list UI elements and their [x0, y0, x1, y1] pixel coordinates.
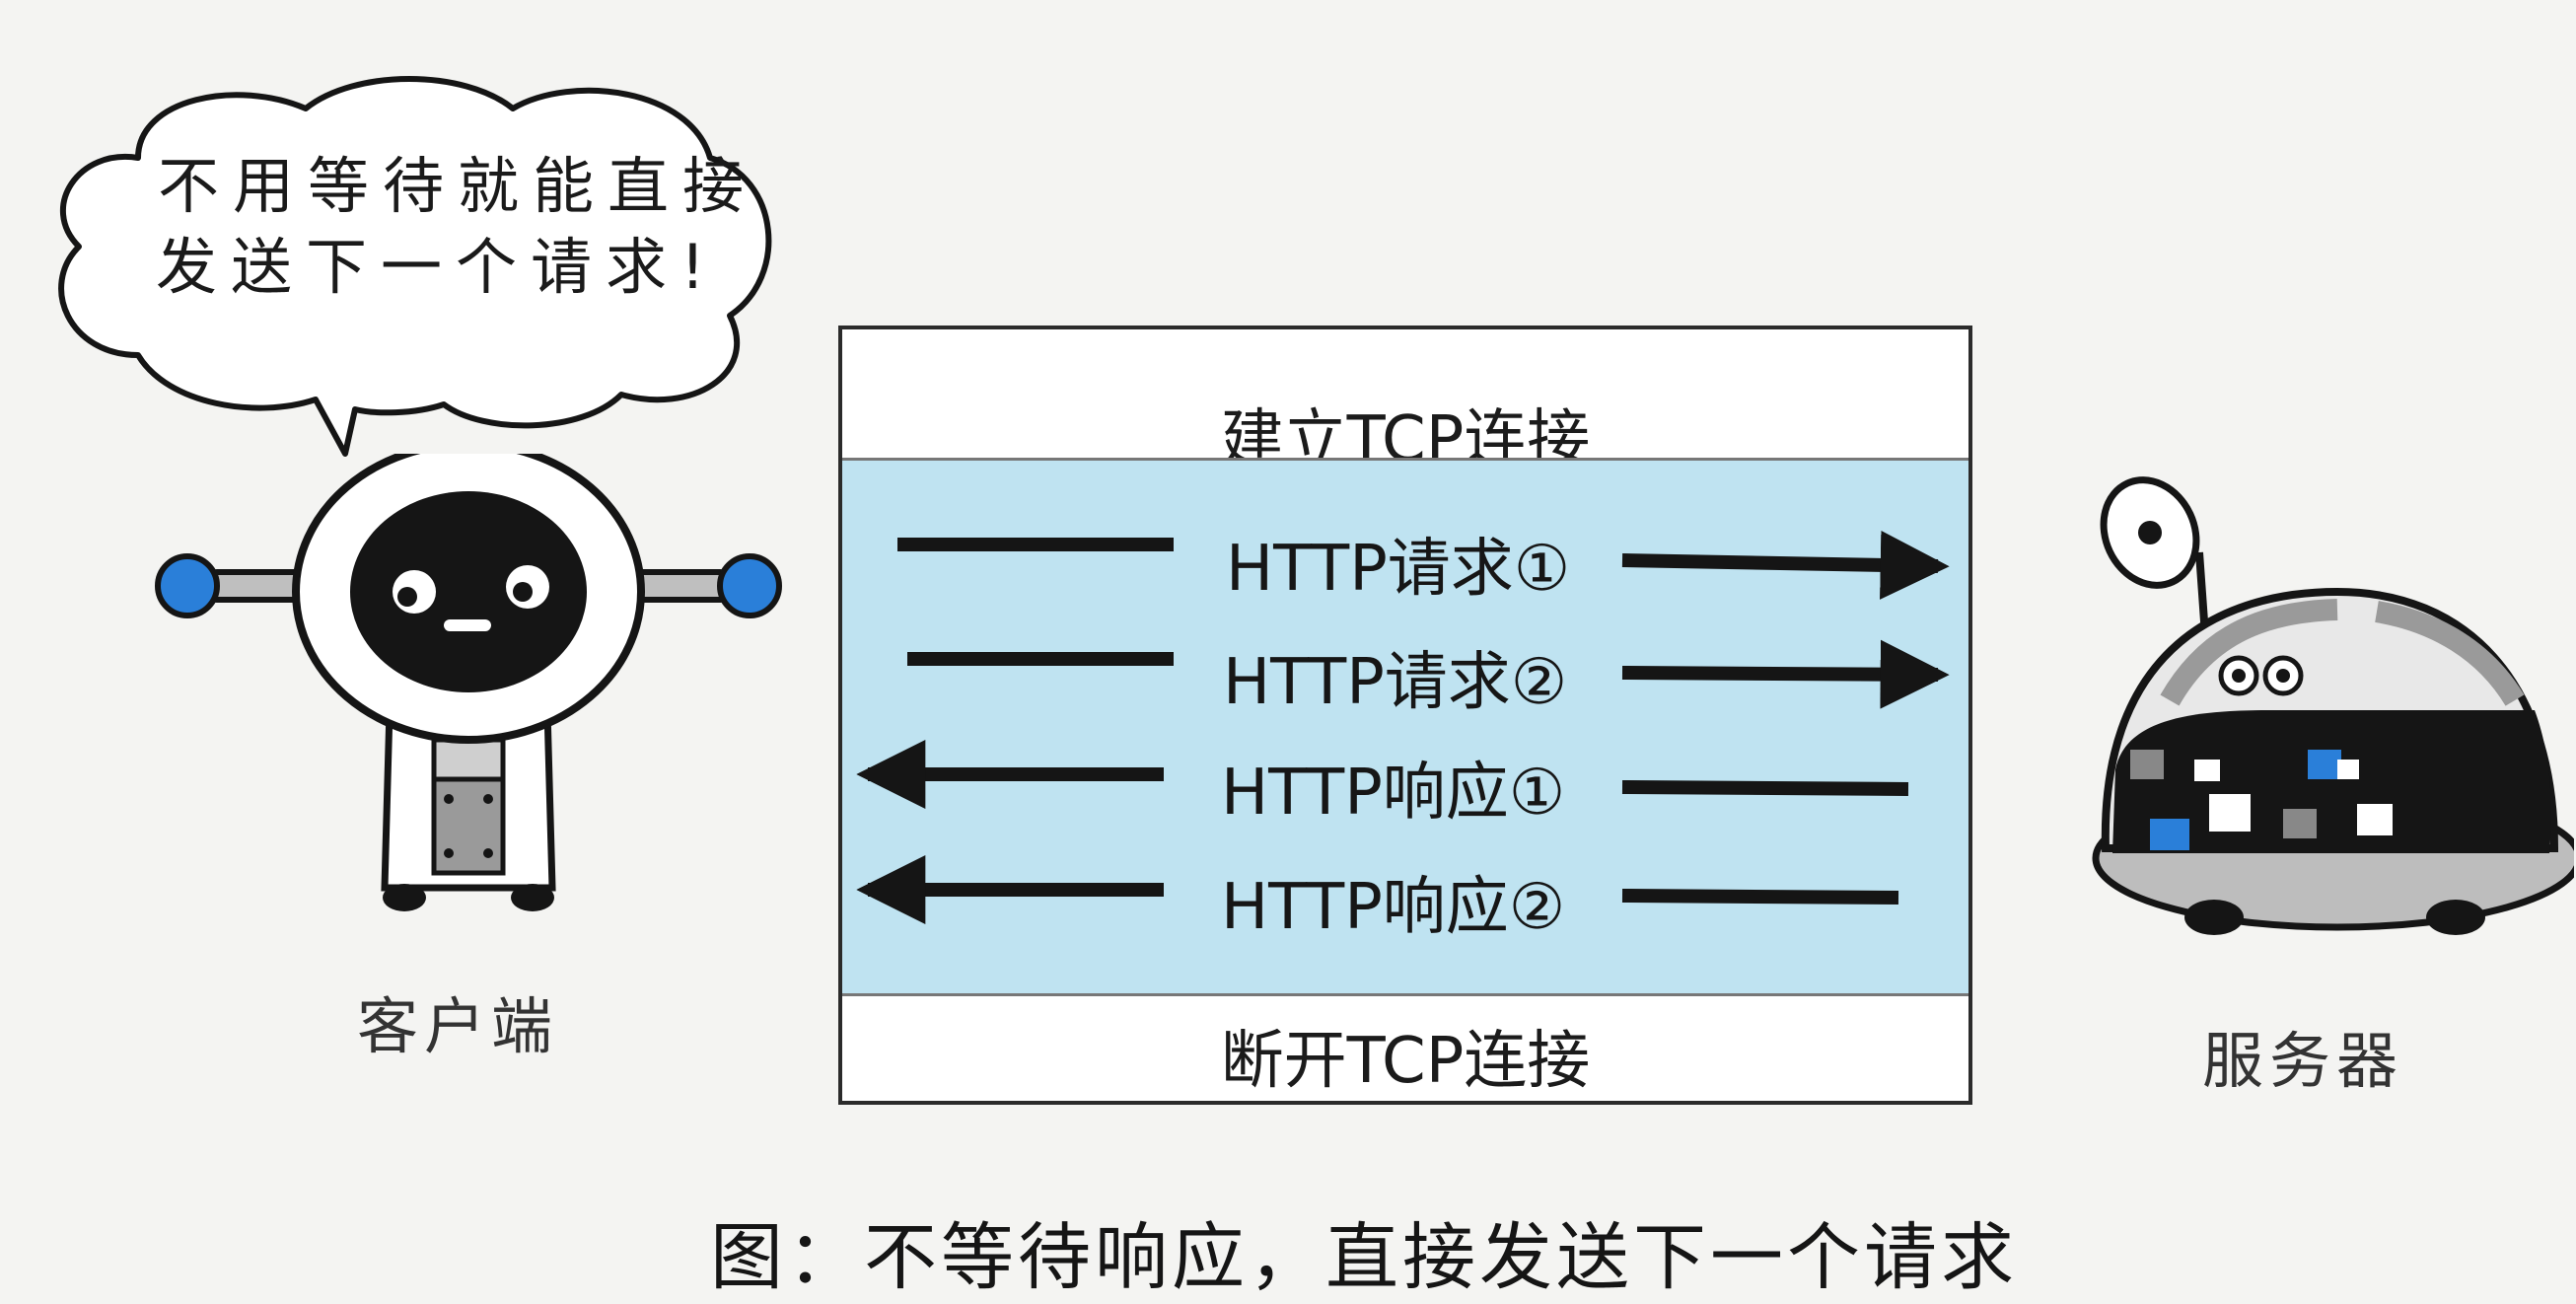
speech-bubble: [58, 76, 772, 457]
connection-box: 建立TCP连接 断开TCP连接: [838, 326, 1972, 1105]
request-2-arrow: [1621, 639, 1950, 709]
response-1-line-right: [1621, 780, 1909, 796]
request-1-arrow: [1621, 530, 1950, 600]
response-2-line-right: [1621, 889, 1899, 905]
message-label-response-2: HTTP响应②: [1221, 871, 1566, 944]
close-connection-label: 断开TCP连接: [1220, 1025, 1591, 1098]
message-arrows: [856, 530, 1950, 924]
server-robot-icon: [2092, 476, 2574, 935]
bubble-text-line1: 不用等待就能直接: [158, 150, 758, 222]
message-label-request-2: HTTP请求②: [1223, 646, 1568, 719]
bubble-text-line2: 发送下一个请求!: [156, 231, 719, 303]
message-label-request-1: HTTP请求①: [1226, 533, 1571, 606]
client-label: 客户端: [357, 990, 559, 1062]
server-label: 服务器: [2202, 1025, 2404, 1097]
client-robot-icon: [155, 454, 782, 911]
figure-caption: 图：不等待响应，直接发送下一个请求: [710, 1215, 2018, 1300]
message-label-response-1: HTTP响应①: [1221, 757, 1566, 830]
